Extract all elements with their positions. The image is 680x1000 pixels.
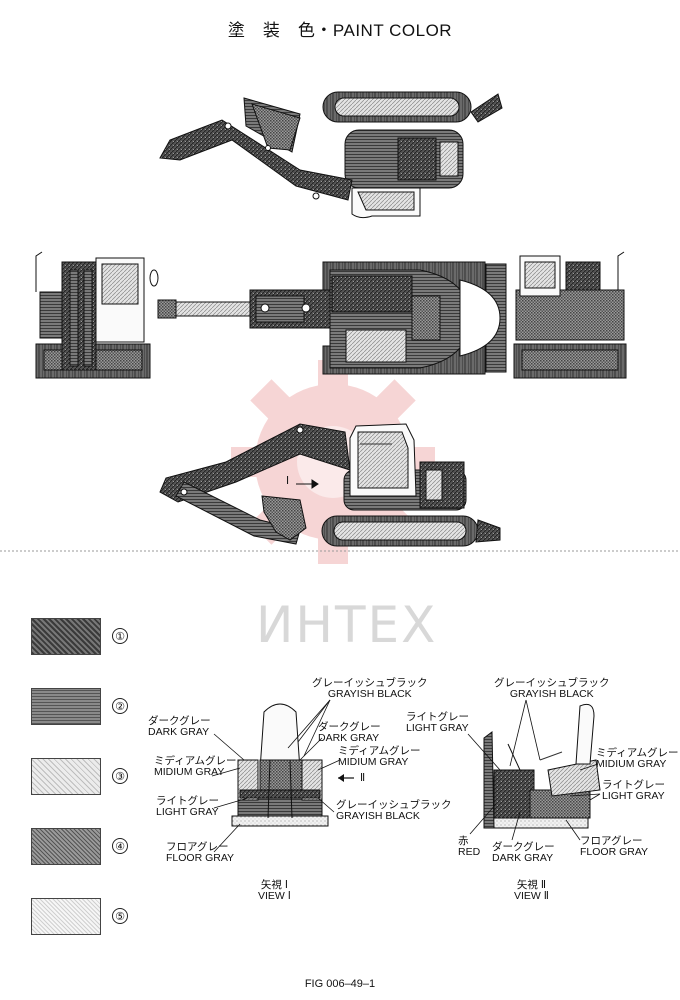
- figure-number: FIG 006–49–1: [304, 978, 376, 990]
- top-side-view: [159, 91, 503, 219]
- swatch-2: [31, 688, 101, 725]
- rear-view: [513, 251, 627, 379]
- swatch-5: [31, 898, 101, 935]
- view1-leaders: [211, 699, 341, 853]
- swatch-4: [31, 828, 101, 865]
- view2-leaders: [467, 699, 601, 841]
- swatch-1: [31, 618, 101, 655]
- page-title: 塗 装 色・PAINT COLOR: [227, 21, 453, 40]
- swatch-3: [31, 758, 101, 795]
- front-view: [35, 251, 159, 379]
- legend-num-3: ③: [112, 768, 128, 784]
- view1-arrow-label: Ⅰ: [286, 475, 290, 487]
- legend-num-4: ④: [112, 838, 128, 854]
- legend-num-1: ①: [112, 628, 128, 644]
- plan-view: [157, 261, 507, 375]
- main-side-view: [159, 423, 501, 547]
- view1-drawing: [231, 703, 329, 827]
- watermark: ИНТЕХ: [256, 596, 438, 654]
- legend-num-2: ②: [112, 698, 128, 714]
- v1-arrow-ii-label: Ⅱ: [360, 772, 366, 784]
- legend-num-5: ⑤: [112, 908, 128, 924]
- view2-drawing: [483, 703, 601, 829]
